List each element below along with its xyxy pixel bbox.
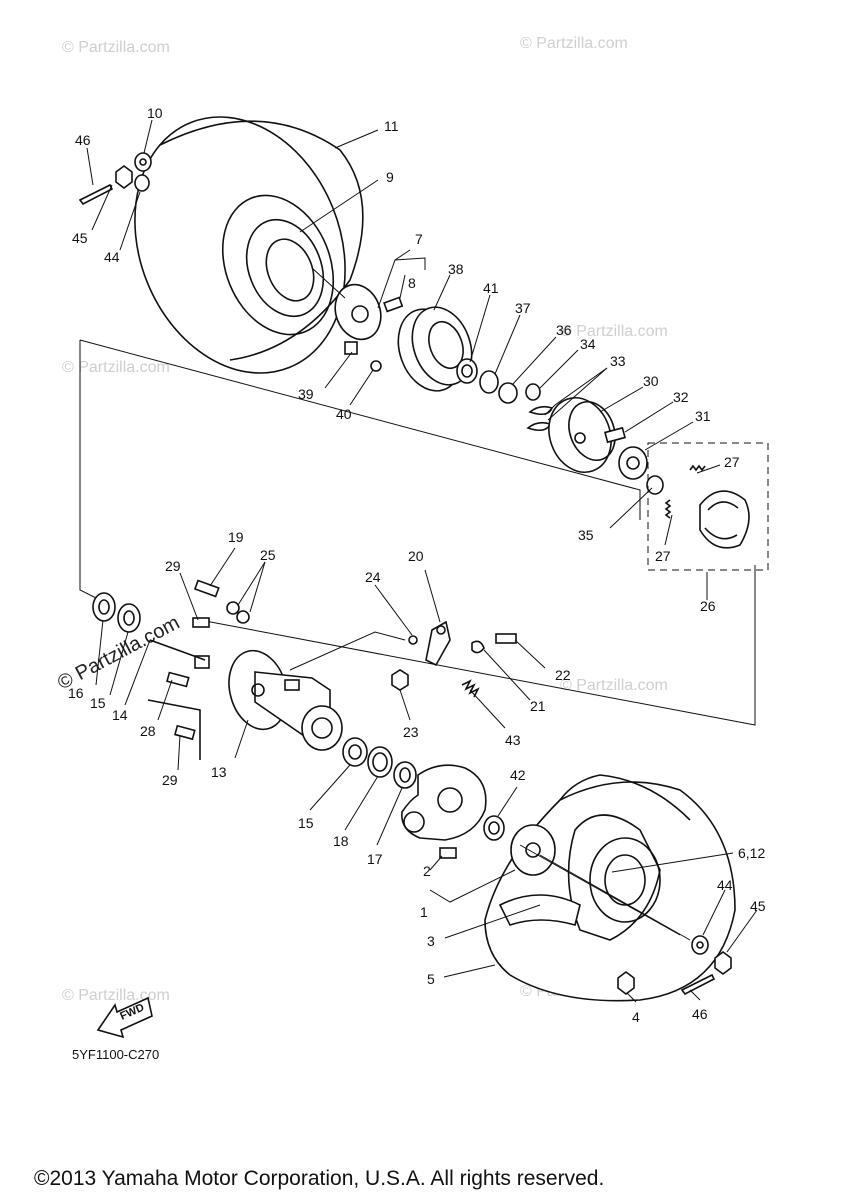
callout-35: 35	[578, 527, 594, 543]
callout-19: 19	[228, 529, 244, 545]
wheel-bottom	[439, 774, 736, 1002]
callout-15-right: 15	[298, 815, 314, 831]
axle-fasteners-bottom	[617, 935, 732, 996]
wheel-hub-top	[334, 283, 404, 372]
callout-46-bottom: 46	[692, 1006, 708, 1022]
callout-1: 1	[420, 904, 428, 920]
callout-30: 30	[643, 373, 659, 389]
tire-top	[134, 116, 364, 374]
callout-45-bottom: 45	[750, 898, 766, 914]
callout-8: 8	[408, 275, 416, 291]
callout-46-top: 46	[75, 132, 91, 148]
callout-11: 11	[384, 118, 399, 134]
callout-29-bottom: 29	[162, 772, 178, 788]
brake-shoes	[664, 464, 750, 549]
brake-panel	[548, 397, 664, 495]
axle-fasteners-top	[78, 152, 152, 206]
callout-37: 37	[515, 300, 531, 316]
callout-39: 39	[298, 386, 314, 402]
callout-7: 7	[415, 231, 423, 247]
watermark-bottom-left: © Partzilla.com	[62, 987, 170, 1004]
callout-9: 9	[386, 169, 394, 185]
callout-17: 17	[367, 851, 383, 867]
brake-lever-assembly	[289, 620, 517, 698]
callout-6-12: 6,12	[738, 845, 765, 861]
watermark-top-left: © Partzilla.com	[62, 39, 170, 56]
callout-41: 41	[483, 280, 499, 296]
callout-25: 25	[260, 547, 276, 563]
callout-27-bottom: 27	[655, 548, 671, 564]
callout-16: 16	[68, 685, 84, 701]
callout-4: 4	[632, 1009, 640, 1025]
callout-20: 20	[408, 548, 424, 564]
diagram-code: 5YF1100-C270	[72, 1047, 159, 1062]
watermark-mid-right: © Partzilla.com	[560, 323, 668, 340]
callout-33: 33	[610, 353, 626, 369]
callout-38: 38	[448, 261, 464, 277]
callout-27-top: 27	[724, 454, 740, 470]
callout-21: 21	[530, 698, 546, 714]
callout-24: 24	[365, 569, 381, 585]
callout-44-bottom: 44	[717, 877, 733, 893]
copyright-line: ©2013 Yamaha Motor Corporation, U.S.A. A…	[34, 1167, 604, 1190]
callout-5: 5	[427, 971, 435, 987]
callout-32: 32	[673, 389, 689, 405]
callout-15-left: 15	[90, 695, 106, 711]
callout-23: 23	[403, 724, 419, 740]
callout-2: 2	[423, 863, 431, 879]
assembly-outline	[79, 339, 769, 726]
brake-shoe-kit-box	[647, 442, 769, 571]
callout-36: 36	[556, 322, 572, 338]
callout-40: 40	[336, 406, 352, 422]
leader-lines	[86, 119, 758, 1003]
callout-10: 10	[147, 105, 163, 121]
watermark-right: © Partzilla.com	[560, 677, 668, 694]
callout-34: 34	[580, 336, 596, 352]
callout-numbers: 10 46 45 44 11 9 7 8 38 41 37 36 34 33 3…	[68, 105, 766, 1025]
right-bearings	[342, 737, 505, 841]
callout-3: 3	[427, 933, 435, 949]
callout-14: 14	[112, 707, 128, 723]
final-gear-case	[401, 764, 487, 841]
left-bearings	[92, 592, 210, 760]
callout-28: 28	[140, 723, 156, 739]
callout-18: 18	[333, 833, 349, 849]
callout-31: 31	[695, 408, 711, 424]
callout-44-top: 44	[104, 249, 120, 265]
watermark-top-right: © Partzilla.com	[520, 35, 628, 52]
watermark-mid-left: © Partzilla.com	[62, 359, 170, 376]
axle-housing	[228, 649, 343, 751]
callout-43: 43	[505, 732, 521, 748]
callout-26: 26	[700, 598, 716, 614]
brake-drum	[397, 306, 473, 392]
callout-13: 13	[211, 764, 227, 780]
callout-42: 42	[510, 767, 526, 783]
callout-45-top: 45	[72, 230, 88, 246]
hub-bearings-top	[456, 358, 554, 432]
callout-29-top: 29	[165, 558, 181, 574]
callout-22: 22	[555, 667, 571, 683]
